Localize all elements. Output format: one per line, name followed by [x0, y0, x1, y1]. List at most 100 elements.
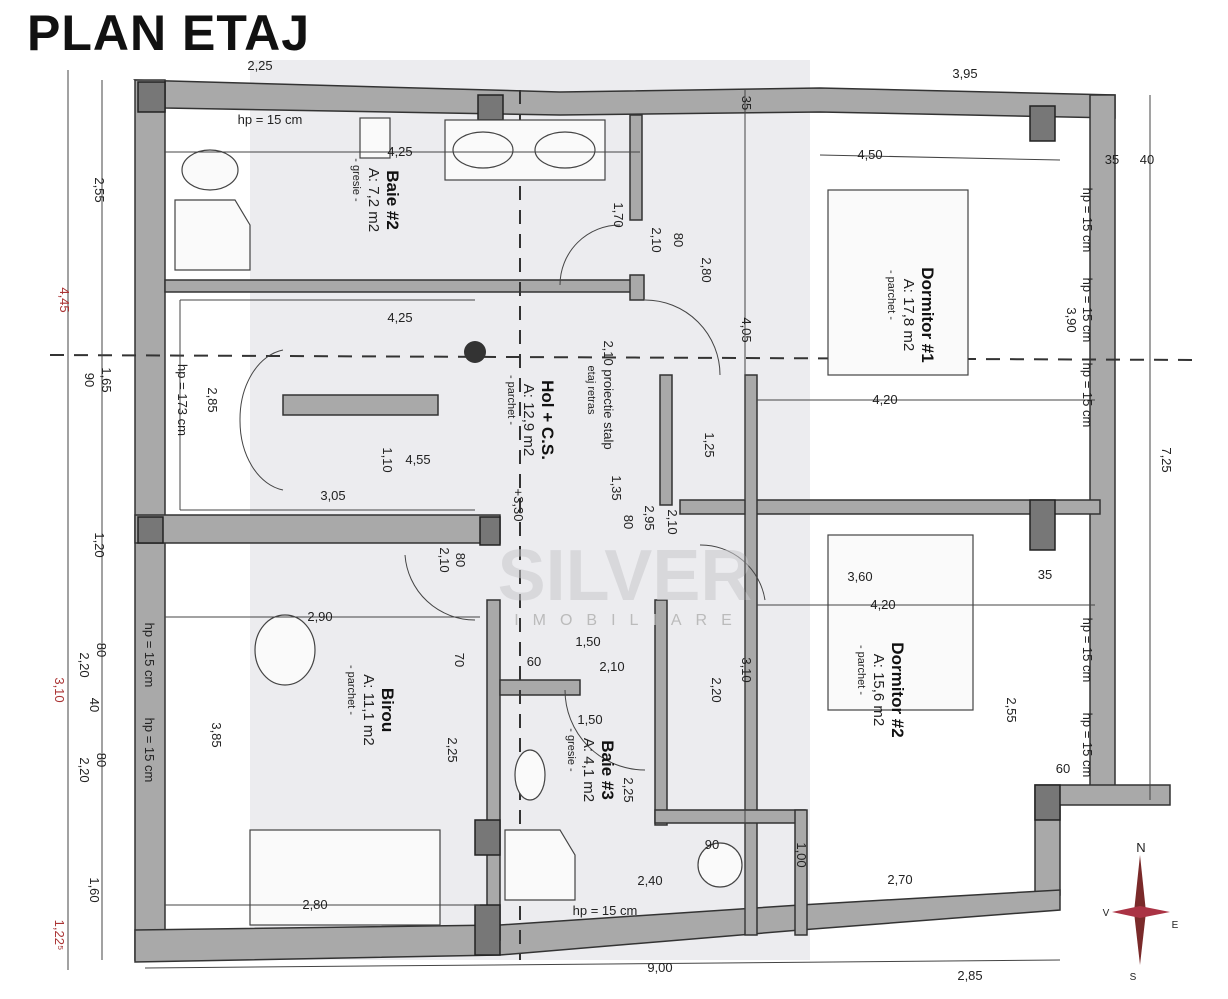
dimension-label: 2,20 — [77, 652, 92, 677]
room-birou: Birou A: 11,1 m2 - parchet - — [345, 665, 397, 746]
room-area: A: 17,8 m2 — [900, 279, 917, 352]
dimension-label: 3,85 — [209, 722, 224, 747]
dimension-label: 1,35 — [609, 475, 624, 500]
dimension-label: 2,40 — [637, 873, 662, 888]
room-name: Baie #3 — [598, 740, 617, 800]
dimension-label: 90 — [705, 837, 719, 852]
dimension-label: 35 — [739, 96, 754, 110]
dimension-label: 80 — [94, 753, 109, 767]
dimension-label: 60 — [527, 654, 541, 669]
room-area: A: 12,9 m2 — [520, 384, 537, 457]
room-dormitor-2: Dormitor #2 A: 15,6 m2 - parchet - — [855, 642, 907, 737]
dimension-label: hp = 15 cm — [142, 718, 157, 783]
dimension-label: hp = 15 cm — [573, 903, 638, 918]
door-swing — [404, 554, 476, 621]
inner-walls — [134, 114, 1101, 941]
sink-icon — [452, 131, 514, 169]
room-area: A: 7,2 m2 — [365, 168, 382, 232]
dimension-label: 4,20 — [870, 597, 895, 612]
etaj-retras-note: etaj retras — [585, 366, 597, 415]
shower-icon — [504, 829, 576, 901]
dimension-label: 1,10 — [380, 447, 395, 472]
dimension-label: hp = 15 cm — [1080, 713, 1095, 778]
dimension-label: 2,55 — [1004, 697, 1019, 722]
stair-curve — [239, 349, 284, 491]
dimension-label: 4,25 — [387, 310, 412, 325]
door-swing — [699, 544, 766, 601]
dimension-label: 70 — [452, 653, 467, 667]
dimension-label: 2,10 — [665, 509, 680, 534]
dimension-label: 40 — [1140, 152, 1154, 167]
shower-icon — [174, 199, 251, 271]
room-floor: - gresie - — [565, 728, 577, 772]
room-baie-3: Baie #3 A: 4,1 m2 - gresie - — [565, 728, 617, 802]
room-floor: - parchet - — [505, 375, 517, 425]
plan-title: PLAN ETAJ — [27, 5, 311, 61]
dimension-label: hp = 15 cm — [1080, 188, 1095, 253]
dimension-label: 2,85 — [957, 968, 982, 983]
room-hol: Hol + C.S. A: 12,9 m2 - parchet - — [505, 375, 557, 460]
dimension-label: hp = 173 cm — [175, 364, 190, 436]
watermark-brand: SILVER — [498, 536, 753, 616]
dimension-label: 1,60 — [87, 877, 102, 902]
dimension-label: 2,55 — [92, 177, 107, 202]
room-floor: - parchet - — [885, 270, 897, 320]
bed-icon — [827, 534, 974, 711]
room-name: Dormitor #2 — [888, 642, 907, 737]
room-name: Baie #2 — [383, 170, 402, 230]
dimension-label: 35 — [1038, 567, 1052, 582]
room-area: A: 4,1 m2 — [580, 738, 597, 802]
dimension-label: 2,95 — [642, 505, 657, 530]
dimension-label: 1,65 — [99, 367, 114, 392]
room-baie-2: Baie #2 A: 7,2 m2 - gresie - — [350, 158, 402, 232]
dimension-label: 4,25 — [387, 144, 412, 159]
dimension-label: 40 — [87, 698, 102, 712]
dimension-label: 2,25 — [621, 777, 636, 802]
dimension-label: 2,25 — [445, 737, 460, 762]
dimension-label: 2,10 — [437, 547, 452, 572]
fixtures — [174, 117, 974, 926]
room-name: Dormitor #1 — [918, 267, 937, 362]
dimension-label: 2,80 — [699, 257, 714, 282]
stair-outline — [179, 299, 475, 511]
dimension-label: 7,25 — [1159, 447, 1174, 472]
door-swing — [564, 689, 646, 771]
compass-west: V — [1103, 908, 1110, 919]
room-area: A: 11,1 m2 — [360, 674, 377, 745]
dimension-label: 2,20 — [709, 677, 724, 702]
room-floor: - gresie - — [350, 158, 362, 202]
dimension-label: hp = 15 cm — [142, 623, 157, 688]
dimension-label: 1,50 — [575, 634, 600, 649]
door-swing — [644, 299, 721, 376]
compass-rose: N V E S — [1103, 840, 1179, 983]
bidet-icon — [359, 117, 391, 159]
watermark-sub: IMOBILIARE — [514, 612, 746, 629]
dimension-label: 1,50 — [577, 712, 602, 727]
dimension-label: 2,10 proiectie stalp — [601, 340, 616, 449]
dimension-label: 1,25 — [702, 432, 717, 457]
room-floor: - parchet - — [345, 665, 357, 715]
dimension-label: 2,25 — [247, 58, 272, 73]
dimension-label: hp = 15 cm — [238, 112, 303, 127]
room-name: Birou — [378, 688, 397, 732]
sink-icon — [534, 131, 596, 169]
dimension-label: 80 — [671, 233, 686, 247]
dimension-label: 2,10 — [599, 659, 624, 674]
dimension-label: 2,70 — [887, 872, 912, 887]
dimension-label: +3,30 — [511, 489, 526, 522]
stair-void — [249, 829, 441, 926]
watermark: SILVER IMOBILIARE — [498, 536, 753, 629]
dimension-label: 35 — [1105, 152, 1119, 167]
door-swing — [559, 224, 621, 286]
dimension-label: 1,22⁵ — [52, 920, 67, 951]
dimension-label: hp = 15 cm — [1080, 363, 1095, 428]
dimension-labels: 2,25 3,95 4,25 4,25 4,55 3,05 2,85 2,55 … — [52, 58, 1174, 983]
dimension-label: 9,00 — [647, 960, 672, 975]
dimension-label: hp = 15 cm — [1080, 618, 1095, 683]
desk-chair-icon — [254, 614, 316, 686]
dimension-label: 3,95 — [952, 66, 977, 81]
dimension-label: 3,90 — [1064, 307, 1079, 332]
dimension-label: 3,05 — [320, 488, 345, 503]
room-area: A: 15,6 m2 — [870, 654, 887, 727]
bed-icon — [827, 189, 969, 376]
